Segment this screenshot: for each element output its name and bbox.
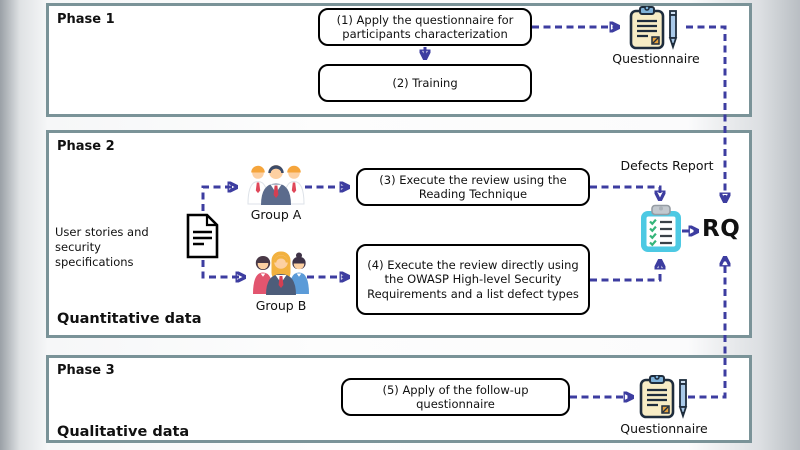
document-icon	[185, 213, 220, 263]
user-stories-label: User stories and security specifications	[55, 225, 149, 269]
phase2-label: Phase 2	[57, 139, 115, 154]
pen-icon	[678, 379, 688, 419]
rq-label: RQ	[702, 216, 741, 242]
pen-icon	[668, 10, 678, 50]
phase3-label: Phase 3	[57, 363, 115, 378]
step2-box: (2) Training	[318, 64, 532, 102]
quantitative-data-label: Quantitative data	[57, 311, 202, 327]
group-b-label: Group B	[255, 298, 307, 313]
defects-report-label: Defects Report	[620, 158, 714, 173]
group-b-icon	[250, 248, 312, 300]
questionnaire3-label: Questionnaire	[620, 421, 708, 436]
step3-box: (3) Execute the review using the Reading…	[356, 168, 590, 206]
defects-report-icon	[638, 204, 684, 258]
questionnaire-icon	[628, 5, 684, 54]
questionnaire-icon-phase3	[638, 374, 694, 423]
group-a-icon	[245, 158, 307, 210]
group-a-label: Group A	[250, 207, 302, 222]
step1-box: (1) Apply the questionnaire for particip…	[318, 8, 532, 46]
step4-box: (4) Execute the review directly using th…	[356, 244, 590, 315]
questionnaire1-label: Questionnaire	[612, 51, 700, 66]
qualitative-data-label: Qualitative data	[57, 424, 190, 440]
phase1-label: Phase 1	[57, 12, 115, 27]
step5-box: (5) Apply of the follow-up questionnaire	[341, 378, 570, 416]
